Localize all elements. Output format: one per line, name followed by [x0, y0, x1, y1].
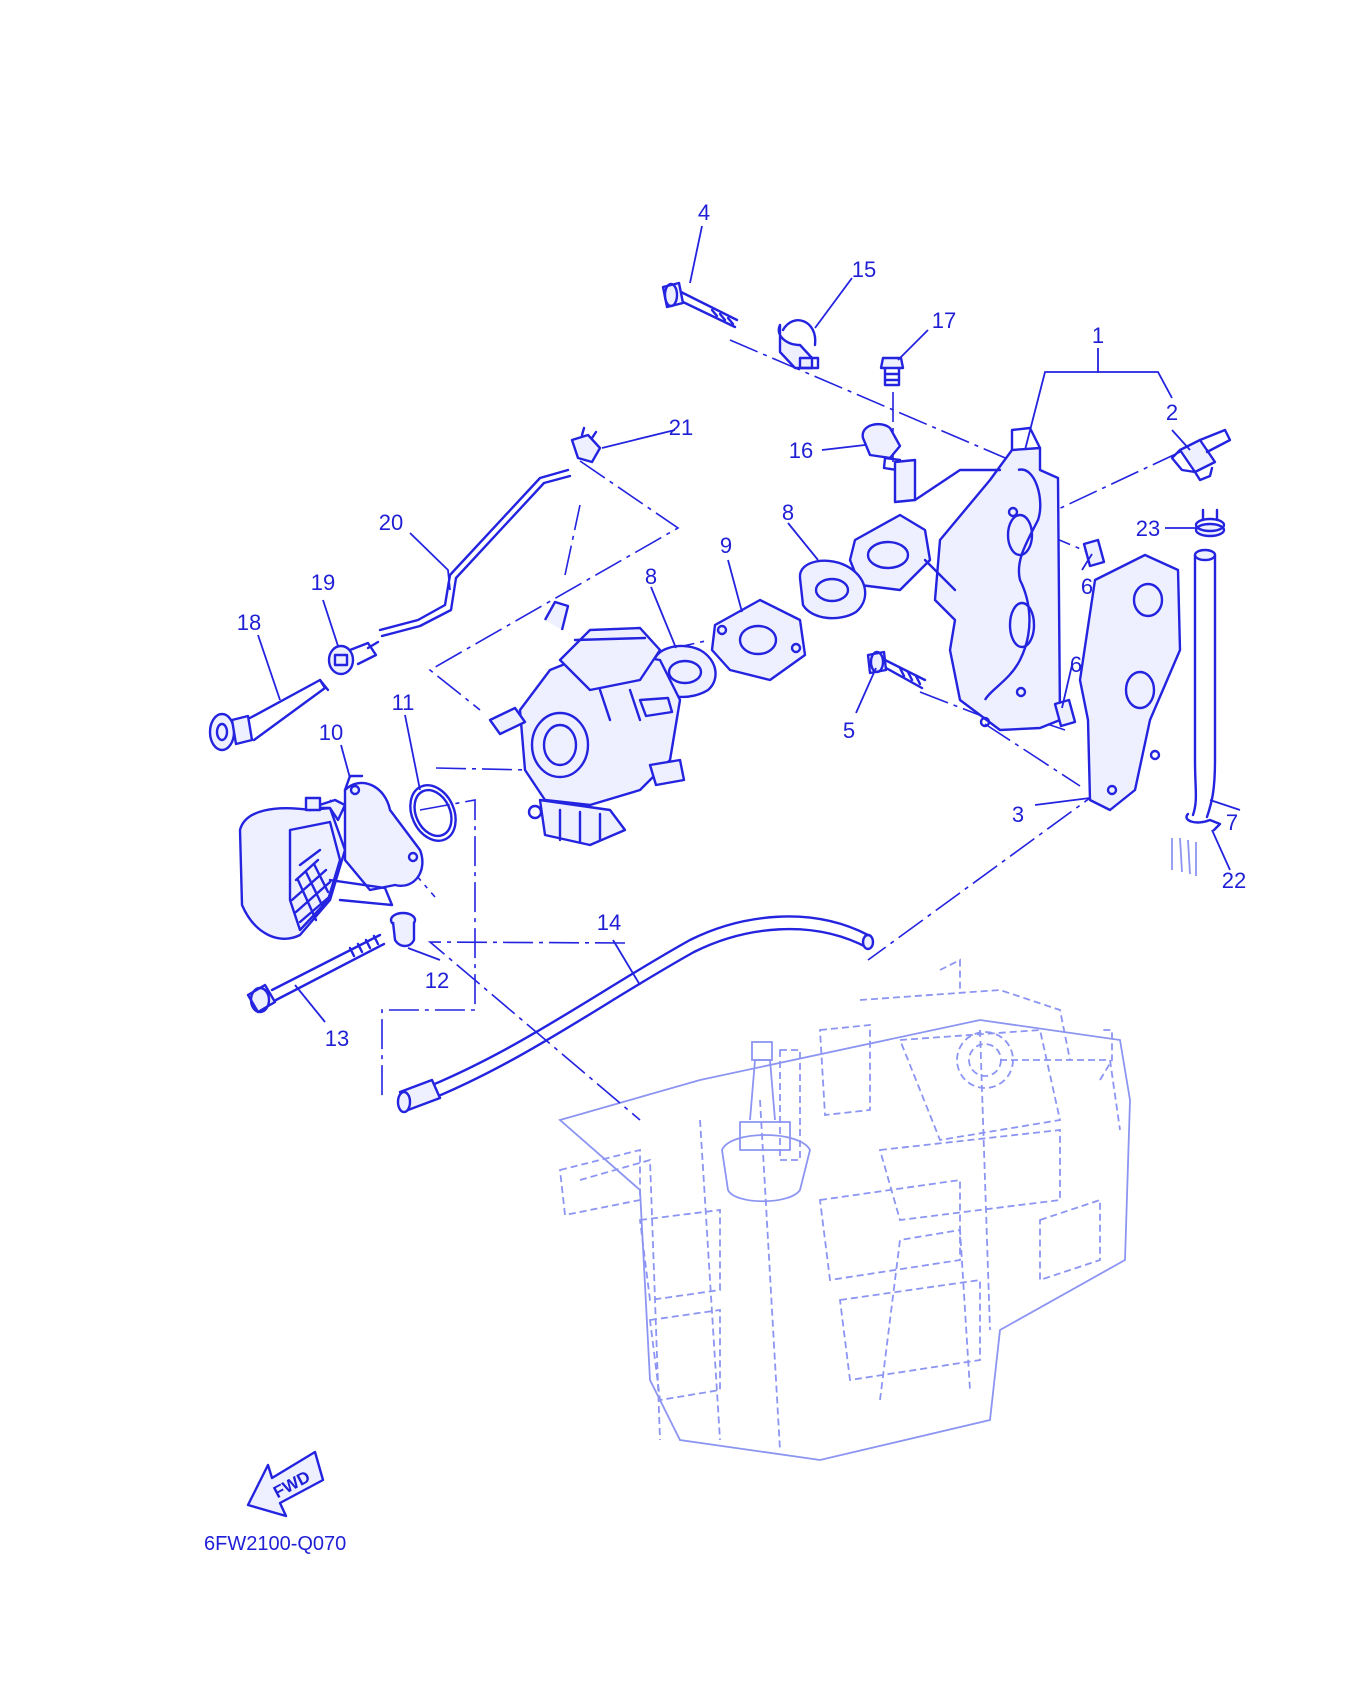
part-18-choke-knob	[208, 678, 330, 752]
callout-8-lower: 8	[645, 564, 657, 589]
callout-11: 11	[392, 690, 415, 715]
callout-6-upper: 6	[1081, 574, 1093, 599]
part-15-clamp	[777, 319, 820, 370]
callout-22: 22	[1222, 868, 1246, 893]
part-2-tee-fitting	[1170, 428, 1232, 482]
leader-lines	[257, 225, 1241, 1023]
callout-9: 9	[720, 533, 732, 558]
part-8-gasket-upper	[798, 559, 867, 620]
part-9-spacer	[710, 598, 807, 682]
callout-6-lower: 6	[1070, 652, 1082, 677]
part-21-clip	[570, 426, 602, 464]
part-14-long-hose	[396, 915, 875, 1114]
callout-13: 13	[325, 1026, 349, 1051]
part-12-collar	[389, 911, 417, 948]
part-10-intake-silencer	[238, 774, 424, 940]
callout-3: 3	[1012, 802, 1024, 827]
callout-21: 21	[669, 415, 693, 440]
part-19-grommet	[327, 640, 380, 676]
part-4-bolt	[661, 281, 739, 329]
part-6-dowel-pin-lower	[1053, 698, 1077, 728]
callout-5: 5	[843, 718, 855, 743]
callout-8-upper: 8	[782, 500, 794, 525]
carburetor	[488, 600, 686, 847]
part-11-o-ring	[409, 784, 457, 842]
callout-23: 23	[1136, 516, 1160, 541]
engine-block	[558, 958, 1131, 1461]
part-20-link-rod	[378, 468, 572, 638]
callout-4: 4	[698, 200, 710, 225]
drawing-code: 6FW2100-Q070	[204, 1533, 346, 1555]
part-1-intake-manifold	[848, 426, 1062, 732]
part-17-screw	[879, 356, 905, 387]
part-7-hose	[1191, 548, 1217, 819]
part-13-long-bolt	[246, 933, 386, 1014]
callout-10: 10	[319, 720, 343, 745]
callout-17: 17	[932, 308, 956, 333]
part-23-washer	[1194, 508, 1226, 538]
part-22-hose-clip	[1171, 812, 1222, 876]
assembly-lines	[329, 339, 1181, 1121]
part-5-bolt	[866, 650, 927, 690]
callout-1: 1	[1092, 323, 1104, 348]
callout-14: 14	[597, 910, 621, 935]
fwd-arrow-icon: FWD	[246, 1450, 325, 1518]
callout-19: 19	[311, 570, 335, 595]
callout-2: 2	[1166, 400, 1178, 425]
callout-18: 18	[237, 610, 261, 635]
callout-15: 15	[852, 257, 876, 282]
callouts: 1 2 3 4 5 6 6 7 8 8 9 10 11 12 13 14 15 …	[237, 200, 1246, 1051]
callout-20: 20	[379, 510, 403, 535]
part-3-gasket	[1078, 553, 1182, 812]
callout-7: 7	[1226, 810, 1238, 835]
callout-16: 16	[789, 438, 813, 463]
callout-12: 12	[425, 968, 449, 993]
